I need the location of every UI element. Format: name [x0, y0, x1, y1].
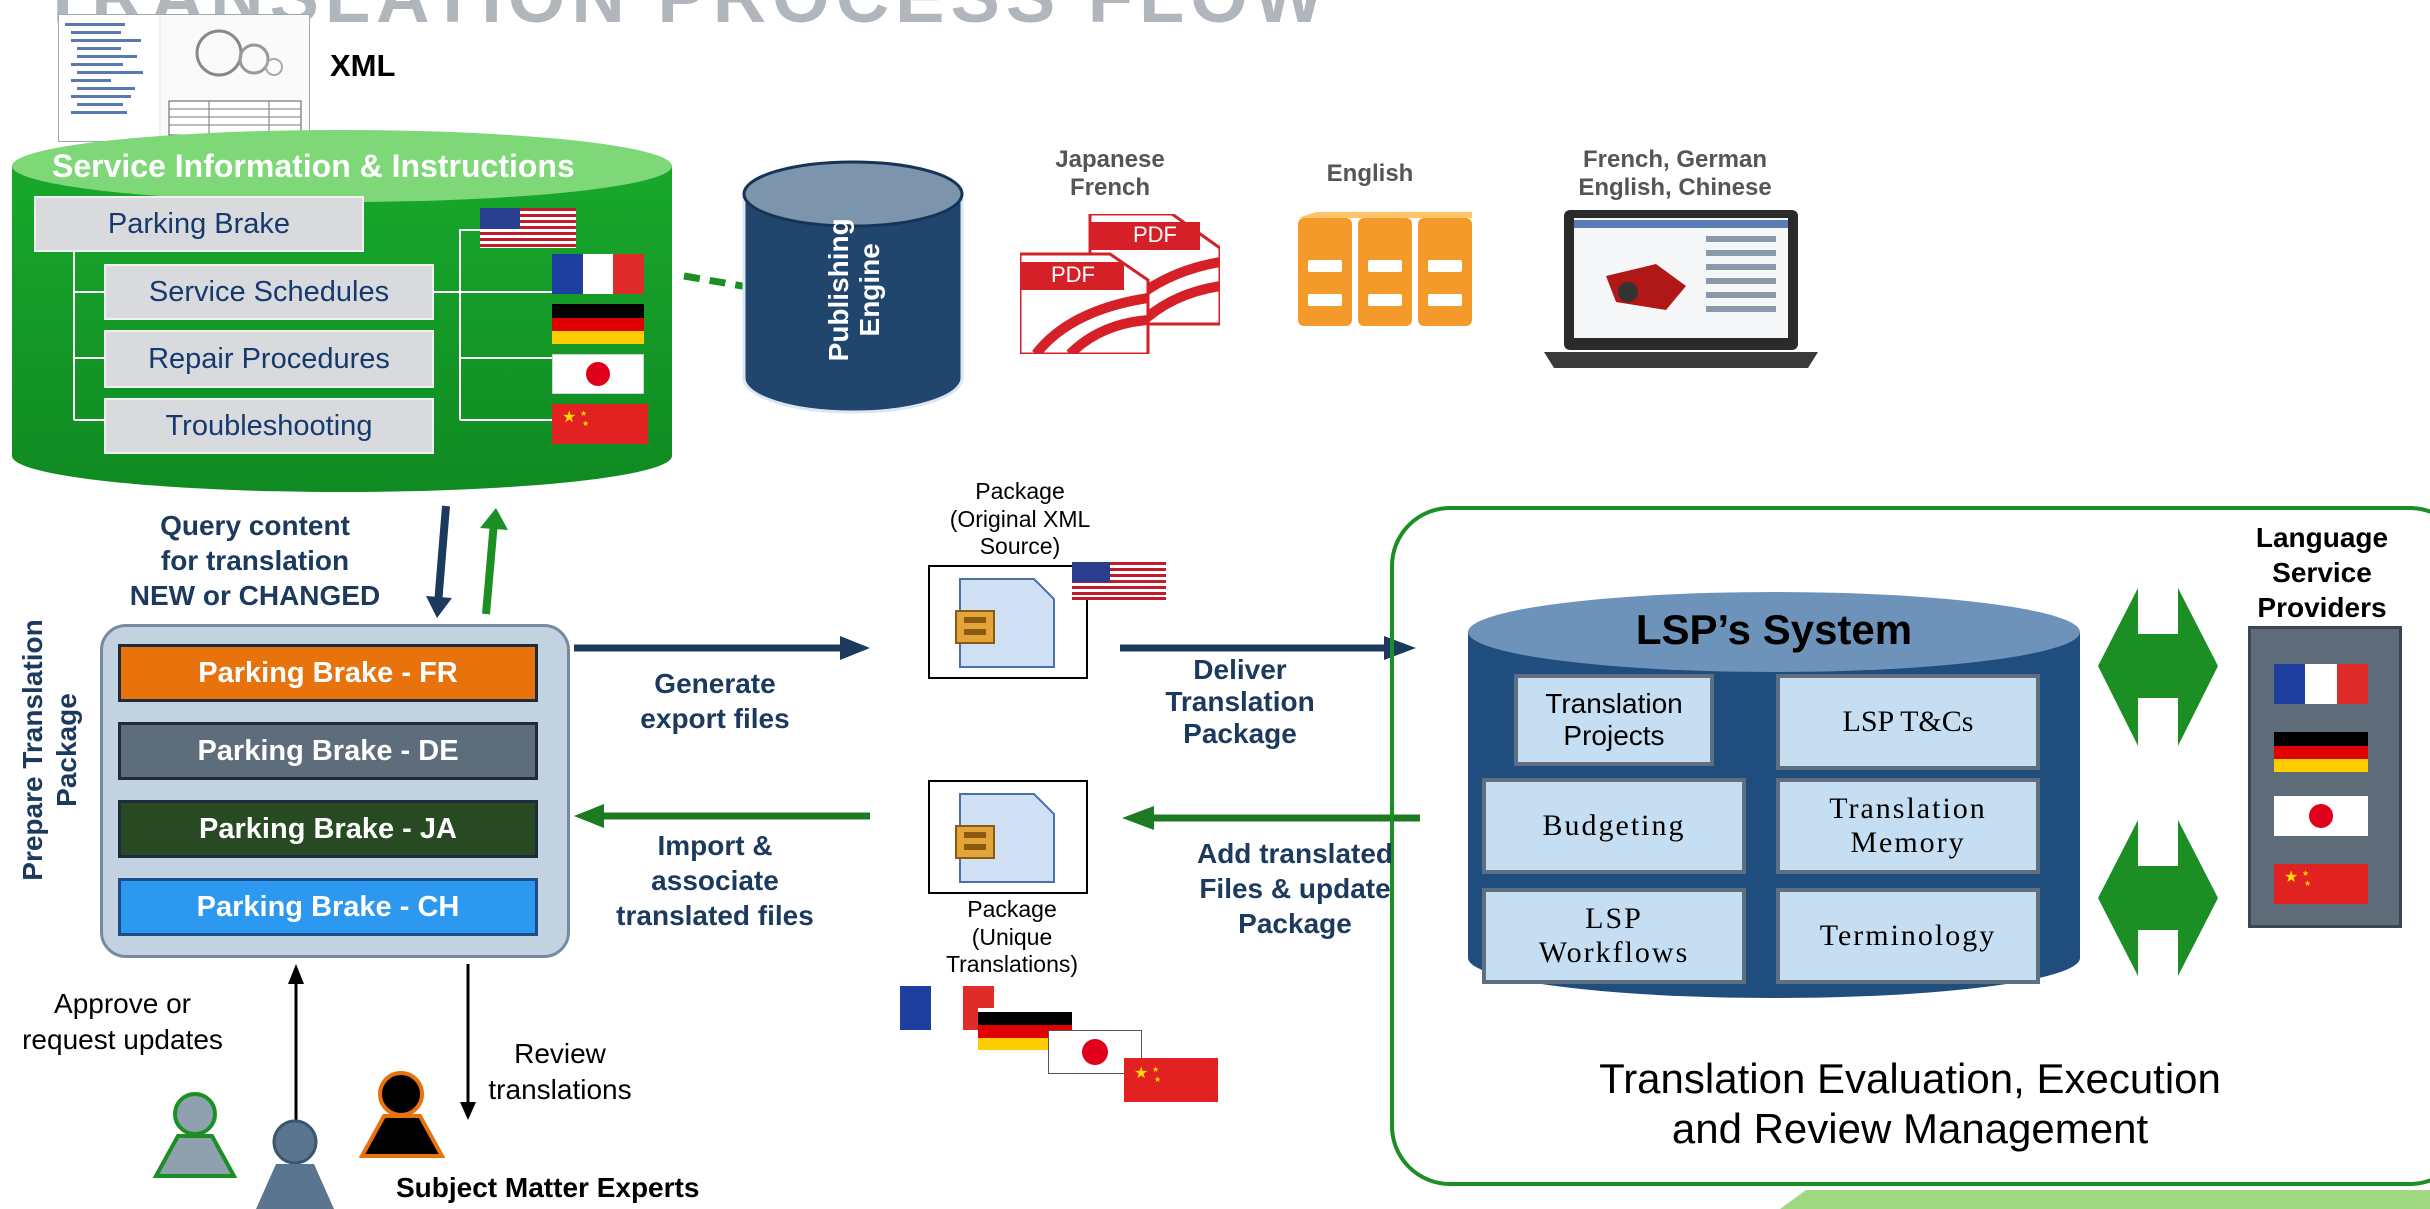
service-info-title: Service Information & Instructions [52, 148, 575, 184]
decorative-band [1780, 1190, 2430, 1209]
person-orange-icon [358, 1071, 446, 1158]
pdf-label-front: PDF [1051, 262, 1095, 287]
pdf-icons: PDF PDF [1020, 214, 1220, 354]
laptop-icon [1544, 210, 1818, 368]
svg-text:★: ★ [1154, 1075, 1161, 1084]
svg-text:★: ★ [562, 409, 576, 426]
germany-flag-provider-icon [2274, 732, 2368, 772]
package-de[interactable]: Parking Brake - DE [118, 722, 538, 780]
package-ja[interactable]: Parking Brake - JA [118, 800, 538, 858]
svg-text:★: ★ [2284, 869, 2298, 886]
svg-text:★: ★ [580, 409, 587, 418]
china-flag-provider-icon: ★★★ [2274, 864, 2368, 904]
package-translated-icon [928, 780, 1088, 894]
germany-flag-icon [552, 304, 644, 344]
pdf-label-back: PDF [1133, 222, 1177, 247]
tree-item-troubleshooting[interactable]: Troubleshooting [104, 398, 434, 454]
svg-text:★: ★ [582, 419, 589, 428]
package-ch[interactable]: Parking Brake - CH [118, 878, 538, 936]
lsp-budgeting[interactable]: Budgeting [1482, 778, 1746, 874]
france-flag-provider-icon [2274, 664, 2368, 704]
publishing-engine-database [742, 160, 964, 414]
france-flag-icon [552, 254, 644, 294]
lsp-terminology[interactable]: Terminology [1776, 888, 2040, 984]
tree-connectors [73, 229, 552, 421]
japan-flag-provider-icon [2274, 796, 2368, 836]
tree-item-service-schedules[interactable]: Service Schedules [104, 264, 434, 320]
binder-icon [1298, 212, 1472, 326]
svg-text:★: ★ [1134, 1065, 1148, 1082]
china-flag-icon: ★★★ [552, 404, 648, 444]
dashed-connector [683, 272, 755, 292]
us-flag-icon [480, 208, 576, 248]
tree-root-parking-brake[interactable]: Parking Brake [34, 196, 364, 252]
svg-text:★: ★ [2304, 879, 2311, 888]
lsp-tcs[interactable]: LSP T&Cs [1776, 674, 2040, 770]
lsp-region [1390, 506, 2430, 1186]
person-green-icon [152, 1092, 238, 1178]
pdf-icon [1020, 214, 1220, 354]
subject-matter-experts-label: Subject Matter Experts [396, 1172, 700, 1203]
xml-screenshot-thumbnail [58, 14, 310, 142]
svg-text:★: ★ [2302, 869, 2309, 878]
exchange-arrows [2098, 588, 2218, 976]
tree-item-repair-procedures[interactable]: Repair Procedures [104, 330, 434, 388]
svg-text:★: ★ [1152, 1065, 1159, 1074]
lsp-system-title: LSP’s System [1635, 606, 1913, 653]
person-blue-icon [256, 1119, 334, 1209]
export-import-arrows [574, 636, 870, 828]
zip-archive-icon [955, 578, 1055, 668]
review-approve-arrows [288, 964, 476, 1120]
us-flag-small-icon [1072, 562, 1166, 600]
france-flag-small-icon [900, 986, 994, 1030]
xml-label: XML [330, 48, 396, 83]
output-label-english: English [1326, 160, 1414, 187]
japan-flag-icon [552, 354, 644, 394]
package-fr[interactable]: Parking Brake - FR [118, 644, 538, 702]
query-arrows [426, 505, 508, 618]
package-original-icon [928, 565, 1088, 679]
china-flag-small-icon: ★★★ [1124, 1058, 1218, 1102]
zip-archive-icon [955, 793, 1055, 883]
xml-document-icon [59, 15, 309, 141]
